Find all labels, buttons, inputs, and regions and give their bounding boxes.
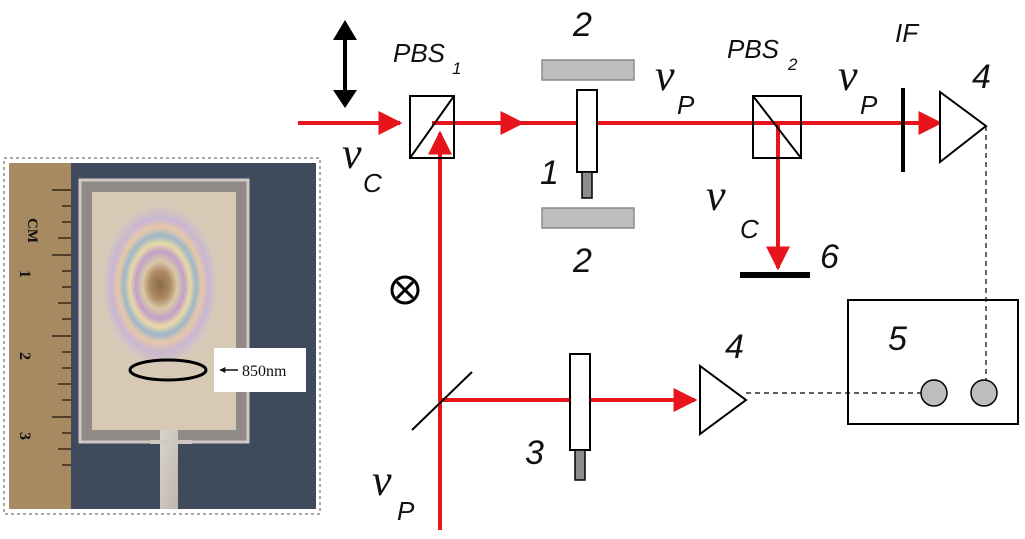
nu-p-bottom: ν P [372, 456, 415, 526]
marker-ellipse [128, 358, 208, 382]
label-3: 3 [525, 434, 544, 472]
svg-text:ν: ν [342, 129, 362, 178]
wafer-tongue [160, 430, 178, 509]
svg-text:P: P [677, 90, 695, 120]
svg-text:1: 1 [452, 59, 461, 78]
nu-c-left: ν C [342, 129, 382, 198]
svg-text:ν: ν [372, 456, 392, 505]
photo-frame [3, 157, 321, 515]
nu-p-mid: ν P [655, 51, 695, 120]
svg-text:2: 2 [787, 55, 798, 74]
svg-text:ν: ν [655, 51, 675, 100]
beam-splitter-mirror [411, 371, 473, 431]
magnet-bottom [541, 207, 635, 229]
nu-p-right: ν P [838, 51, 878, 120]
if-label: IF [895, 18, 920, 48]
svg-text:PBS: PBS [727, 34, 780, 64]
ruler-unit-label: CM [24, 218, 40, 243]
magnet-top [541, 59, 635, 81]
sample-photo: CM 1 2 3 850nm [3, 157, 321, 515]
label-6: 6 [820, 238, 839, 276]
thickness-fringes [102, 205, 218, 365]
svg-text:P: P [860, 90, 878, 120]
svg-text:ν: ν [838, 51, 858, 100]
label-5: 5 [888, 320, 907, 358]
svg-text:ν: ν [706, 171, 726, 220]
svg-text:C: C [363, 168, 382, 198]
ruler-mark-1: 1 [16, 270, 33, 278]
detector-bottom [699, 364, 748, 436]
label-4-top: 4 [972, 58, 991, 96]
sample-1 [576, 89, 598, 199]
svg-text:C: C [740, 214, 759, 244]
ruler-mark-2: 2 [16, 352, 33, 360]
callout-label: 850nm [242, 363, 287, 380]
label-2-bottom: 2 [572, 242, 592, 280]
ruler-mark-3: 3 [16, 432, 33, 440]
signal-cables [746, 126, 987, 394]
label-2-top: 2 [572, 6, 592, 44]
ruler-ticks [52, 189, 71, 466]
label-4-bottom: 4 [725, 328, 744, 366]
pbs1-label: PBS 1 [393, 38, 461, 78]
beam-paths [298, 111, 943, 530]
detector-top [939, 90, 988, 165]
reference-element-3 [569, 353, 591, 481]
label-1: 1 [540, 154, 559, 192]
polarization-vertical-icon [333, 20, 357, 108]
input-port-2 [970, 379, 998, 407]
polarization-out-of-plane-icon [390, 275, 420, 305]
input-port-1 [920, 379, 948, 407]
pbs2-label: PBS 2 [727, 34, 798, 74]
svg-text:PBS: PBS [393, 38, 446, 68]
pbs2-cube [752, 95, 802, 159]
pbs1-cube [409, 95, 455, 159]
svg-text:P: P [397, 496, 415, 526]
nu-c-right: ν C [706, 171, 759, 244]
